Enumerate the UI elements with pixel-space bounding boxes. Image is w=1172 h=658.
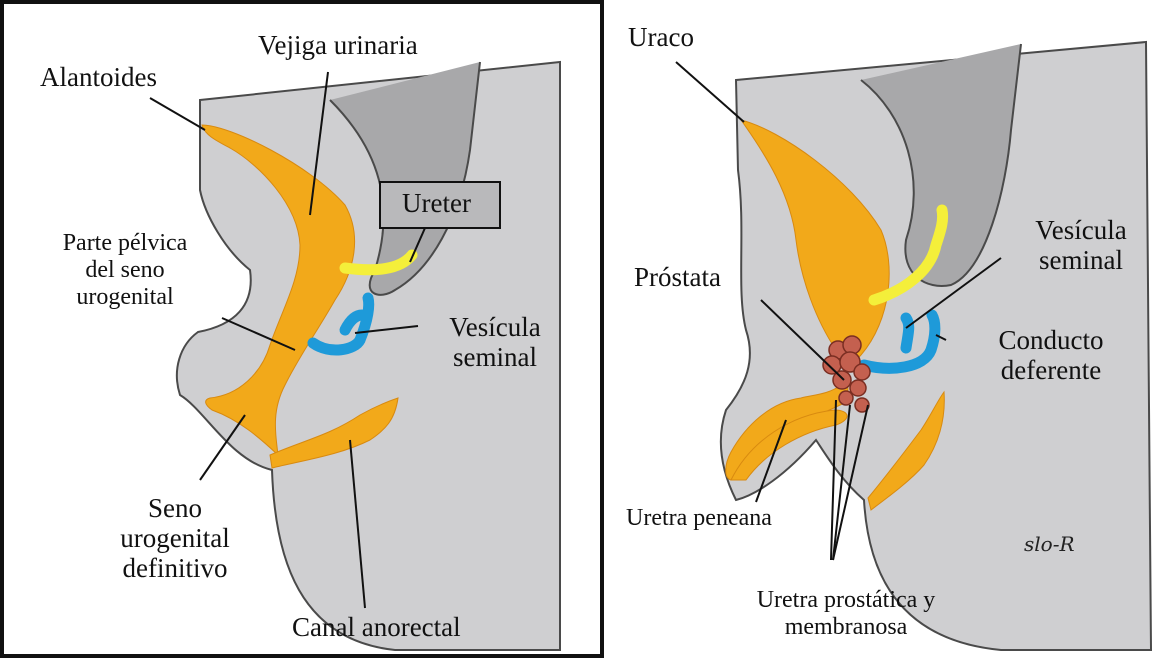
label-vesicula-seminal-left: Vesícula seminal (425, 312, 565, 372)
label-alantoides: Alantoides (40, 62, 157, 92)
label-vesicula-seminal-right: Vesícula seminal (1006, 215, 1156, 275)
label-parte-pelvica: Parte pélvica del seno urogenital (40, 230, 210, 311)
label-parte-pelvica-line3: urogenital (40, 284, 210, 311)
left-diagram-panel: Alantoides Vejiga urinaria Ureter Parte … (0, 0, 604, 658)
label-prostatica-line1: Uretra prostática y (716, 587, 976, 614)
label-seno-urogenital-definitivo: Seno urogenital definitivo (95, 493, 255, 584)
label-canal-anorectal: Canal anorectal (292, 612, 461, 642)
label-ureter: Ureter (402, 188, 471, 218)
artist-signature: slo-R (1024, 532, 1075, 556)
label-uraco: Uraco (628, 22, 694, 52)
label-vesicula-right-line2: seminal (1006, 245, 1156, 275)
right-diagram-panel: Uraco Próstata Vesícula seminal Conducto… (606, 0, 1172, 658)
label-parte-pelvica-line2: del seno (40, 257, 210, 284)
label-seno-line1: Seno (95, 493, 255, 523)
label-vesicula-line1: Vesícula (425, 312, 565, 342)
label-conducto-deferente: Conducto deferente (976, 325, 1126, 385)
label-prostata: Próstata (634, 262, 721, 292)
label-uretra-peneana: Uretra peneana (626, 505, 772, 532)
label-vesicula-right-line1: Vesícula (1006, 215, 1156, 245)
label-seno-line2: urogenital (95, 523, 255, 553)
label-conducto-line2: deferente (976, 355, 1126, 385)
label-parte-pelvica-line1: Parte pélvica (40, 230, 210, 257)
label-conducto-line1: Conducto (976, 325, 1126, 355)
label-uretra-prostatica: Uretra prostática y membranosa (716, 587, 976, 641)
label-vesicula-line2: seminal (425, 342, 565, 372)
label-seno-line3: definitivo (95, 553, 255, 583)
label-prostatica-line2: membranosa (716, 614, 976, 641)
label-vejiga-urinaria: Vejiga urinaria (258, 30, 418, 60)
